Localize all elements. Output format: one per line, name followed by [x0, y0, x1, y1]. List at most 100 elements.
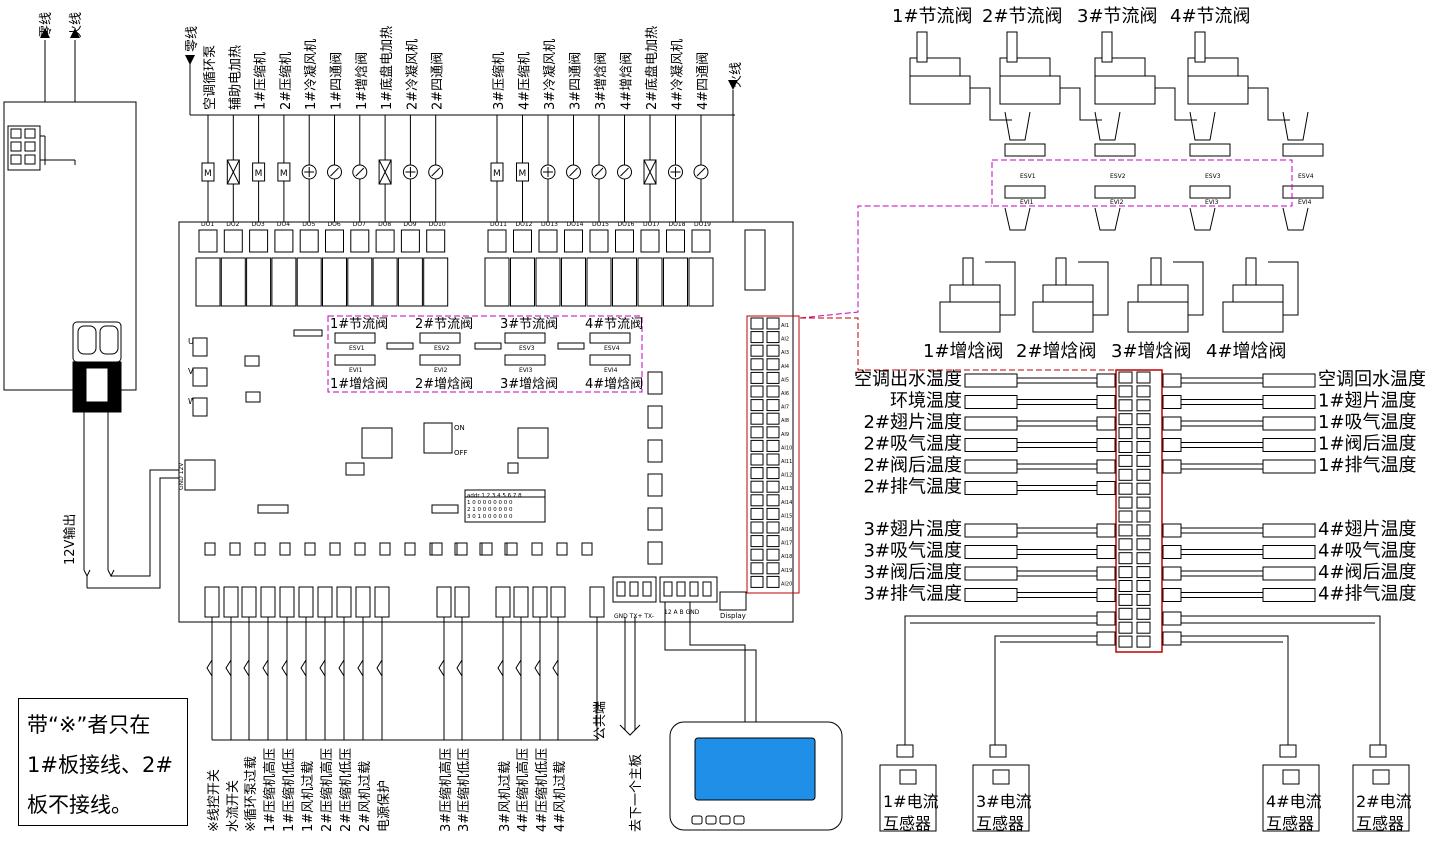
ct-plug [1162, 611, 1182, 626]
relay-body [271, 257, 297, 307]
enthalpy-motor-body [939, 301, 1001, 333]
chip-pins [386, 342, 414, 350]
ct-label-1: 3#电流 [976, 792, 1032, 811]
ai-code: AI1 [781, 323, 789, 329]
sensor-plug-left [1096, 481, 1116, 495]
address-table-row: 2 1 0 0 0 0 0 0 0 [467, 507, 513, 513]
ai-code: AI16 [781, 527, 792, 533]
relay-body [663, 257, 688, 307]
right-valve-group [991, 159, 1293, 207]
right-evi-code: EVI4 [1298, 199, 1312, 206]
ct-label-1: 1#电流 [883, 792, 939, 811]
sensor-label-right: 4#阀后温度 [1318, 562, 1417, 583]
input-terminal [260, 586, 276, 618]
enthalpy-valve-label: 4#增焓阀 [1206, 341, 1287, 362]
psu-pin [24, 154, 36, 165]
chip-ic [647, 439, 663, 463]
input-label: ※线控开关 [207, 769, 222, 832]
enthalpy-valve-label: 1#增焓阀 [923, 341, 1004, 362]
ai-terminal [750, 507, 764, 520]
dip-off-label: OFF [454, 449, 468, 457]
psu-pin [10, 154, 22, 165]
display-pins-label: 12 A B GND [664, 609, 700, 616]
relay-code: DO11 [490, 221, 507, 228]
sensor-pin [1118, 593, 1133, 606]
relay-load-label: 辅助电加热 [228, 45, 243, 110]
sensor-plug-left [1096, 438, 1116, 452]
sensor-probe-right [1262, 416, 1316, 431]
ai-code: AI12 [781, 473, 792, 479]
ai-code: AI10 [781, 445, 792, 451]
sensor-pin [1136, 566, 1151, 579]
input-terminal [550, 586, 566, 618]
throttle-motor-shaft [1006, 31, 1018, 63]
chip-pins [474, 342, 502, 350]
dip-switch-block [423, 422, 453, 454]
mcu-chip [361, 427, 393, 459]
sensor-probe-right [1262, 373, 1316, 388]
valve-slash [569, 167, 578, 177]
input-switch [319, 659, 326, 677]
input-terminal-small [506, 542, 518, 556]
relay-body [510, 257, 535, 307]
ai-code: AI15 [781, 513, 792, 519]
ct-label-2: 互感器 [976, 814, 1024, 833]
relay-code: DO6 [328, 221, 341, 228]
throttle-plug [1282, 111, 1309, 141]
enthalpy-motor-body [1032, 301, 1094, 333]
enthalpy-valve-label: 3#增焓阀 [1111, 341, 1192, 362]
sensor-plug-right [1162, 545, 1182, 559]
psu-pin [10, 128, 22, 139]
input-label: 4#压缩机低压 [534, 748, 550, 832]
throttle-evi-plug [1094, 185, 1136, 199]
psu-pin [24, 128, 36, 139]
sensor-pin [1118, 454, 1133, 467]
input-terminal-small [431, 542, 443, 556]
ai-terminal [766, 412, 780, 425]
relay-terminal [198, 229, 218, 253]
ct-plug-end [1369, 744, 1387, 758]
sensor-label-left: 空调出水温度 [854, 369, 962, 390]
ai-terminal [750, 453, 764, 466]
relay-terminal [400, 229, 420, 253]
ai-code: AI13 [781, 486, 792, 492]
sensor-pin [1136, 385, 1151, 398]
ai-terminal [766, 494, 780, 507]
ct-core [899, 769, 917, 785]
relay-terminal [299, 229, 319, 253]
sensor-probe-right [1262, 438, 1316, 452]
sensor-label-left: 2#阀后温度 [863, 455, 962, 476]
sensor-plug-left [1096, 416, 1116, 431]
board-enthalpy-label: 3#增焓阀 [500, 376, 558, 392]
input-switch [262, 659, 269, 677]
ai-terminal [766, 562, 780, 575]
sensor-plug-left [1096, 588, 1116, 602]
phase-label: V [188, 367, 194, 376]
valve-link-line [799, 205, 992, 319]
sensor-pin [1118, 635, 1133, 648]
psu-pin [99, 325, 119, 355]
motor-symbol-text: M [280, 169, 288, 179]
input-terminal-small [556, 542, 568, 556]
input-switch [552, 659, 559, 677]
relay-body [322, 257, 347, 307]
input-switch [243, 659, 250, 677]
ct-label-2: 互感器 [1266, 814, 1314, 833]
throttle-plug [1004, 111, 1031, 141]
ai-terminal [766, 399, 780, 412]
input-terminal-small [329, 542, 341, 556]
board-evi-code: EVI3 [519, 367, 533, 374]
common-label: 公共端 [593, 701, 608, 740]
ct-plug [1096, 611, 1116, 626]
throttle-motor-body [1094, 75, 1156, 105]
board-esv-connector [589, 332, 631, 344]
sensor-plug-right [1162, 373, 1182, 388]
sensor-probe-right [1262, 395, 1316, 409]
board-esv-connector [504, 332, 546, 344]
board-enthalpy-label: 1#增焓阀 [330, 376, 388, 392]
relay-code: DO3 [252, 221, 265, 228]
sensor-pin [1136, 524, 1151, 537]
board-valve-group [327, 315, 643, 393]
relay-terminal [223, 229, 243, 253]
